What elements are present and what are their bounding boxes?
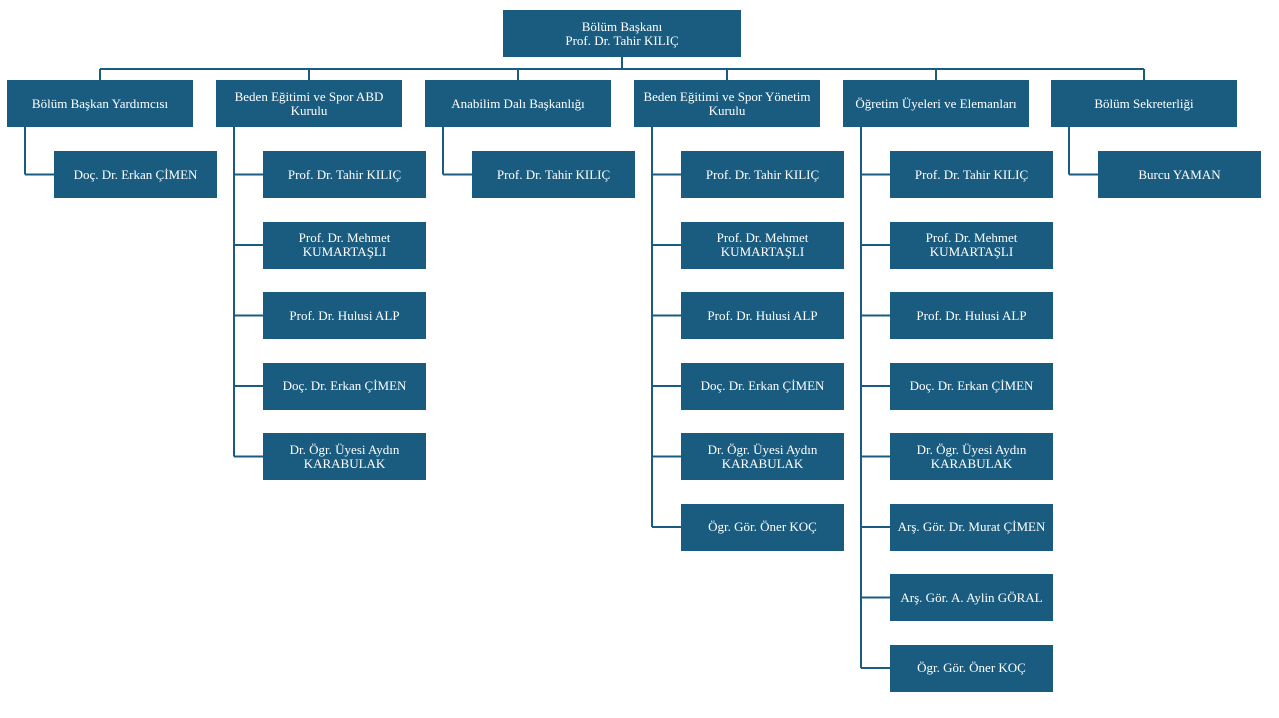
member-box: Prof. Dr. Hulusi ALP [890,292,1053,339]
member-name: Doç. Dr. Erkan ÇİMEN [73,166,198,182]
head-of-department-box: Bölüm Başkanı Prof. Dr. Tahir KILIÇ [503,10,741,57]
member-name: Doç. Dr. Erkan ÇİMEN [700,378,825,393]
department-title: Bölüm Başkan Yardımcısı [31,95,169,111]
member-name: Prof. Dr. Hulusi ALP [707,307,818,323]
department-title: Anabilim Dalı Başkanlığı [451,95,585,111]
member-name: Prof. Dr. Hulusi ALP [916,307,1027,323]
member-box: Prof. Dr. Mehmet KUMARTAŞLI [263,221,426,269]
member-name: Ögr. Gör. Öner KOÇ [708,519,817,534]
member-box: Doç. Dr. Erkan ÇİMEN [263,362,426,410]
member-box: Dr. Ögr. Üyesi Aydın KARABULAK [263,433,426,480]
department-box: Beden Eğitimi ve Spor ABD Kurulu [216,80,402,127]
member-name: Dr. Ögr. Üyesi Aydın KARABULAK [707,441,818,471]
member-box: Arş. Gör. A. Aylin GÖRAL [890,574,1053,621]
member-name: Prof. Dr. Tahir KILIÇ [287,166,402,182]
department-title: Beden Eğitimi ve Spor Yönetim Kurulu [643,88,811,118]
department-box: Bölüm Başkan Yardımcısı [7,80,193,127]
member-box: Doç. Dr. Erkan ÇİMEN [890,362,1053,410]
member-name: Prof. Dr. Mehmet KUMARTAŞLI [716,230,809,259]
member-name: Prof. Dr. Tahir KILIÇ [914,166,1029,182]
member-name: Doç. Dr. Erkan ÇİMEN [909,378,1034,393]
member-name: Doç. Dr. Erkan ÇİMEN [282,378,407,393]
member-box: Prof. Dr. Tahir KILIÇ [890,151,1053,198]
department-box: Öğretim Üyeleri ve Elemanları [843,80,1029,127]
member-box: Ögr. Gör. Öner KOÇ [890,644,1053,692]
member-name: Arş. Gör. A. Aylin GÖRAL [900,589,1043,605]
department-box: Bölüm Sekreterliği [1051,80,1237,127]
member-box: Prof. Dr. Tahir KILIÇ [472,151,635,198]
member-box: Prof. Dr. Mehmet KUMARTAŞLI [890,221,1053,269]
member-name: Prof. Dr. Tahir KILIÇ [705,166,820,182]
member-name: Ögr. Gör. Öner KOÇ [917,660,1026,675]
member-box: Prof. Dr. Tahir KILIÇ [681,151,844,198]
member-name: Prof. Dr. Tahir KILIÇ [496,166,611,182]
department-title: Öğretim Üyeleri ve Elemanları [855,95,1017,111]
department-box: Anabilim Dalı Başkanlığı [425,80,611,127]
member-box: Doç. Dr. Erkan ÇİMEN [54,151,217,198]
member-box: Arş. Gör. Dr. Murat ÇİMEN [890,503,1053,551]
member-name: Dr. Ögr. Üyesi Aydın KARABULAK [916,441,1027,471]
member-name: Arş. Gör. Dr. Murat ÇİMEN [897,519,1046,534]
member-box: Doç. Dr. Erkan ÇİMEN [681,362,844,410]
member-name: Prof. Dr. Mehmet KUMARTAŞLI [925,230,1018,259]
department-box: Beden Eğitimi ve Spor Yönetim Kurulu [634,80,820,127]
member-name: Burcu YAMAN [1138,166,1221,182]
member-box: Prof. Dr. Tahir KILIÇ [263,151,426,198]
member-box: Prof. Dr. Mehmet KUMARTAŞLI [681,221,844,269]
member-box: Dr. Ögr. Üyesi Aydın KARABULAK [681,433,844,480]
department-title: Beden Eğitimi ve Spor ABD Kurulu [234,88,384,118]
member-box: Ögr. Gör. Öner KOÇ [681,503,844,551]
member-box: Prof. Dr. Hulusi ALP [263,292,426,339]
member-name: Dr. Ögr. Üyesi Aydın KARABULAK [289,441,400,471]
department-title: Bölüm Sekreterliği [1094,95,1194,111]
member-box: Dr. Ögr. Üyesi Aydın KARABULAK [890,433,1053,480]
member-box: Prof. Dr. Hulusi ALP [681,292,844,339]
member-name: Prof. Dr. Mehmet KUMARTAŞLI [298,230,391,259]
member-name: Prof. Dr. Hulusi ALP [289,307,400,323]
head-name: Prof. Dr. Tahir KILIÇ [565,32,679,48]
member-box: Burcu YAMAN [1098,151,1261,198]
head-title: Bölüm Başkanı [581,18,663,34]
